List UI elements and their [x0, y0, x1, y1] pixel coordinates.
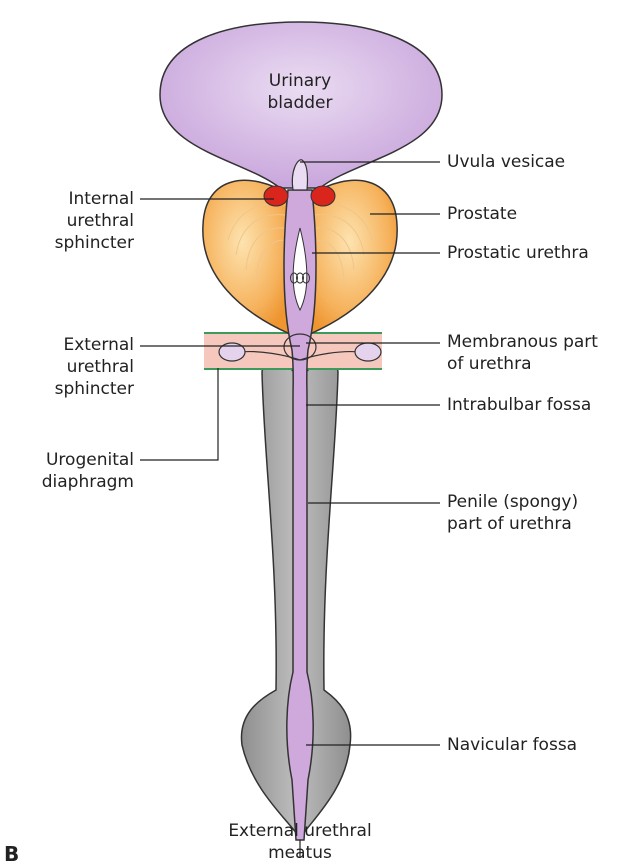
label-membranous-part: Membranous part of urethra	[447, 331, 598, 375]
label-urinary-bladder: Urinary bladder	[250, 70, 350, 114]
label-uvula-vesicae: Uvula vesicae	[447, 151, 565, 173]
label-external-sphincter: External urethral sphincter	[0, 334, 134, 400]
bulbourethral-gland-right	[355, 343, 381, 361]
internal-sphincter-left	[264, 186, 288, 206]
label-penile-part: Penile (spongy) part of urethra	[447, 491, 578, 535]
label-prostate: Prostate	[447, 203, 517, 225]
leader-urogenital-diaphragm	[140, 368, 218, 460]
label-urogenital-diaphragm: Urogenital diaphragm	[0, 449, 134, 493]
label-navicular-fossa: Navicular fossa	[447, 734, 577, 756]
panel-letter: B	[4, 842, 19, 866]
label-prostatic-urethra: Prostatic urethra	[447, 242, 589, 264]
internal-sphincter-right	[311, 186, 335, 206]
label-internal-sphincter: Internal urethral sphincter	[0, 188, 134, 254]
label-intrabulbar-fossa: Intrabulbar fossa	[447, 394, 591, 416]
label-external-meatus: External urethral meatus	[200, 820, 400, 864]
